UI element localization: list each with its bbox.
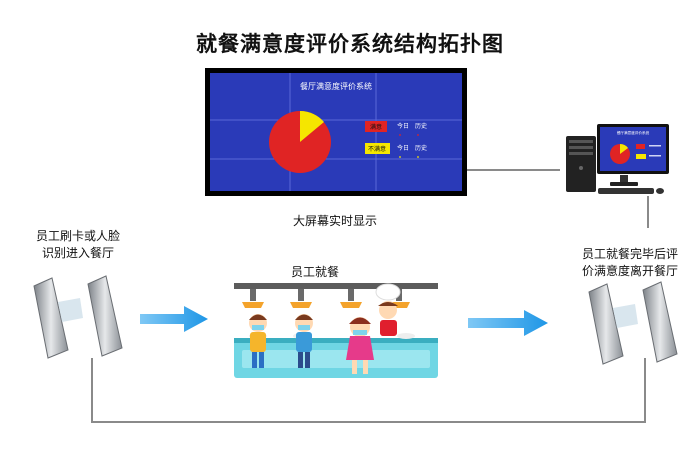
child-1 — [249, 314, 267, 368]
pc-screen-content: 餐厅满意度评价系统 — [610, 130, 661, 164]
pie-slice-satisfied — [300, 110, 324, 142]
counter-hood — [234, 283, 438, 289]
flow-arrow-left — [140, 306, 208, 332]
dining-caption: 员工就餐 — [290, 265, 339, 279]
keyboard — [598, 188, 654, 194]
left-caption: 员工刷卡或人脸 识别进入餐厅 — [8, 228, 148, 262]
pc-unsatisfied-badge — [636, 154, 646, 159]
right-caption-line-2: 价满意度离开餐厅 — [581, 264, 678, 278]
big-screen-caption: 大屏幕实时显示 — [292, 214, 377, 228]
entry-gate-post-left — [33, 277, 69, 359]
exit-gate-glass — [613, 304, 638, 328]
chef — [375, 283, 401, 336]
child-2 — [295, 314, 313, 368]
right-caption-line-1: 员工就餐完毕后评 — [581, 247, 678, 261]
pc-tower — [566, 136, 596, 192]
pc-screen-heading: 餐厅满意度评价系统 — [617, 130, 650, 135]
monitor-stand — [620, 175, 628, 183]
entry-turnstile — [33, 275, 123, 359]
entry-gate-post-right — [87, 275, 123, 357]
today-label-2: 今日 — [397, 144, 409, 152]
big-screen-display: 餐厅满意度评价系统 满意 不满意 今日 历史 今日 历史 — [210, 73, 462, 191]
right-caption: 员工就餐完毕后评 价满意度离开餐厅 — [560, 246, 700, 280]
satisfied-label: 满意 — [370, 123, 382, 131]
satisfied-badge — [365, 121, 387, 132]
exit-turnstile — [588, 281, 678, 365]
bottom-return-line — [91, 358, 646, 423]
page-title: 就餐满意度评价系统结构拓扑图 — [196, 32, 504, 56]
flow-arrow-right — [468, 310, 548, 336]
unsatisfied-badge — [365, 143, 390, 154]
big-screen-content: 餐厅满意度评价系统 满意 不满意 今日 历史 今日 历史 — [210, 73, 462, 191]
entry-gate-glass — [58, 298, 83, 322]
canteen-scene — [234, 283, 438, 378]
pc-monitor-display: 餐厅满意度评价系统 — [600, 127, 666, 171]
big-screen: 餐厅满意度评价系统 满意 不满意 今日 历史 今日 历史 — [205, 68, 467, 196]
pc-pie-satisfied — [620, 144, 628, 154]
exit-gate-post-left — [588, 283, 624, 365]
today-label-1: 今日 — [397, 122, 409, 130]
left-caption-line-2: 识别进入餐厅 — [41, 246, 114, 260]
big-screen-heading: 餐厅满意度评价系统 — [300, 81, 372, 91]
mouse — [656, 188, 664, 194]
child-3 — [346, 317, 374, 374]
history-label-2: 历史 — [415, 144, 427, 152]
left-caption-line-1: 员工刷卡或人脸 — [35, 229, 120, 243]
desktop-computer — [566, 136, 664, 194]
pc-monitor: 餐厅满意度评价系统 — [597, 124, 669, 174]
history-label-1: 历史 — [415, 122, 427, 130]
unsatisfied-label: 不满意 — [368, 145, 386, 153]
pc-satisfied-badge — [636, 144, 645, 149]
exit-gate-post-right — [642, 281, 678, 363]
